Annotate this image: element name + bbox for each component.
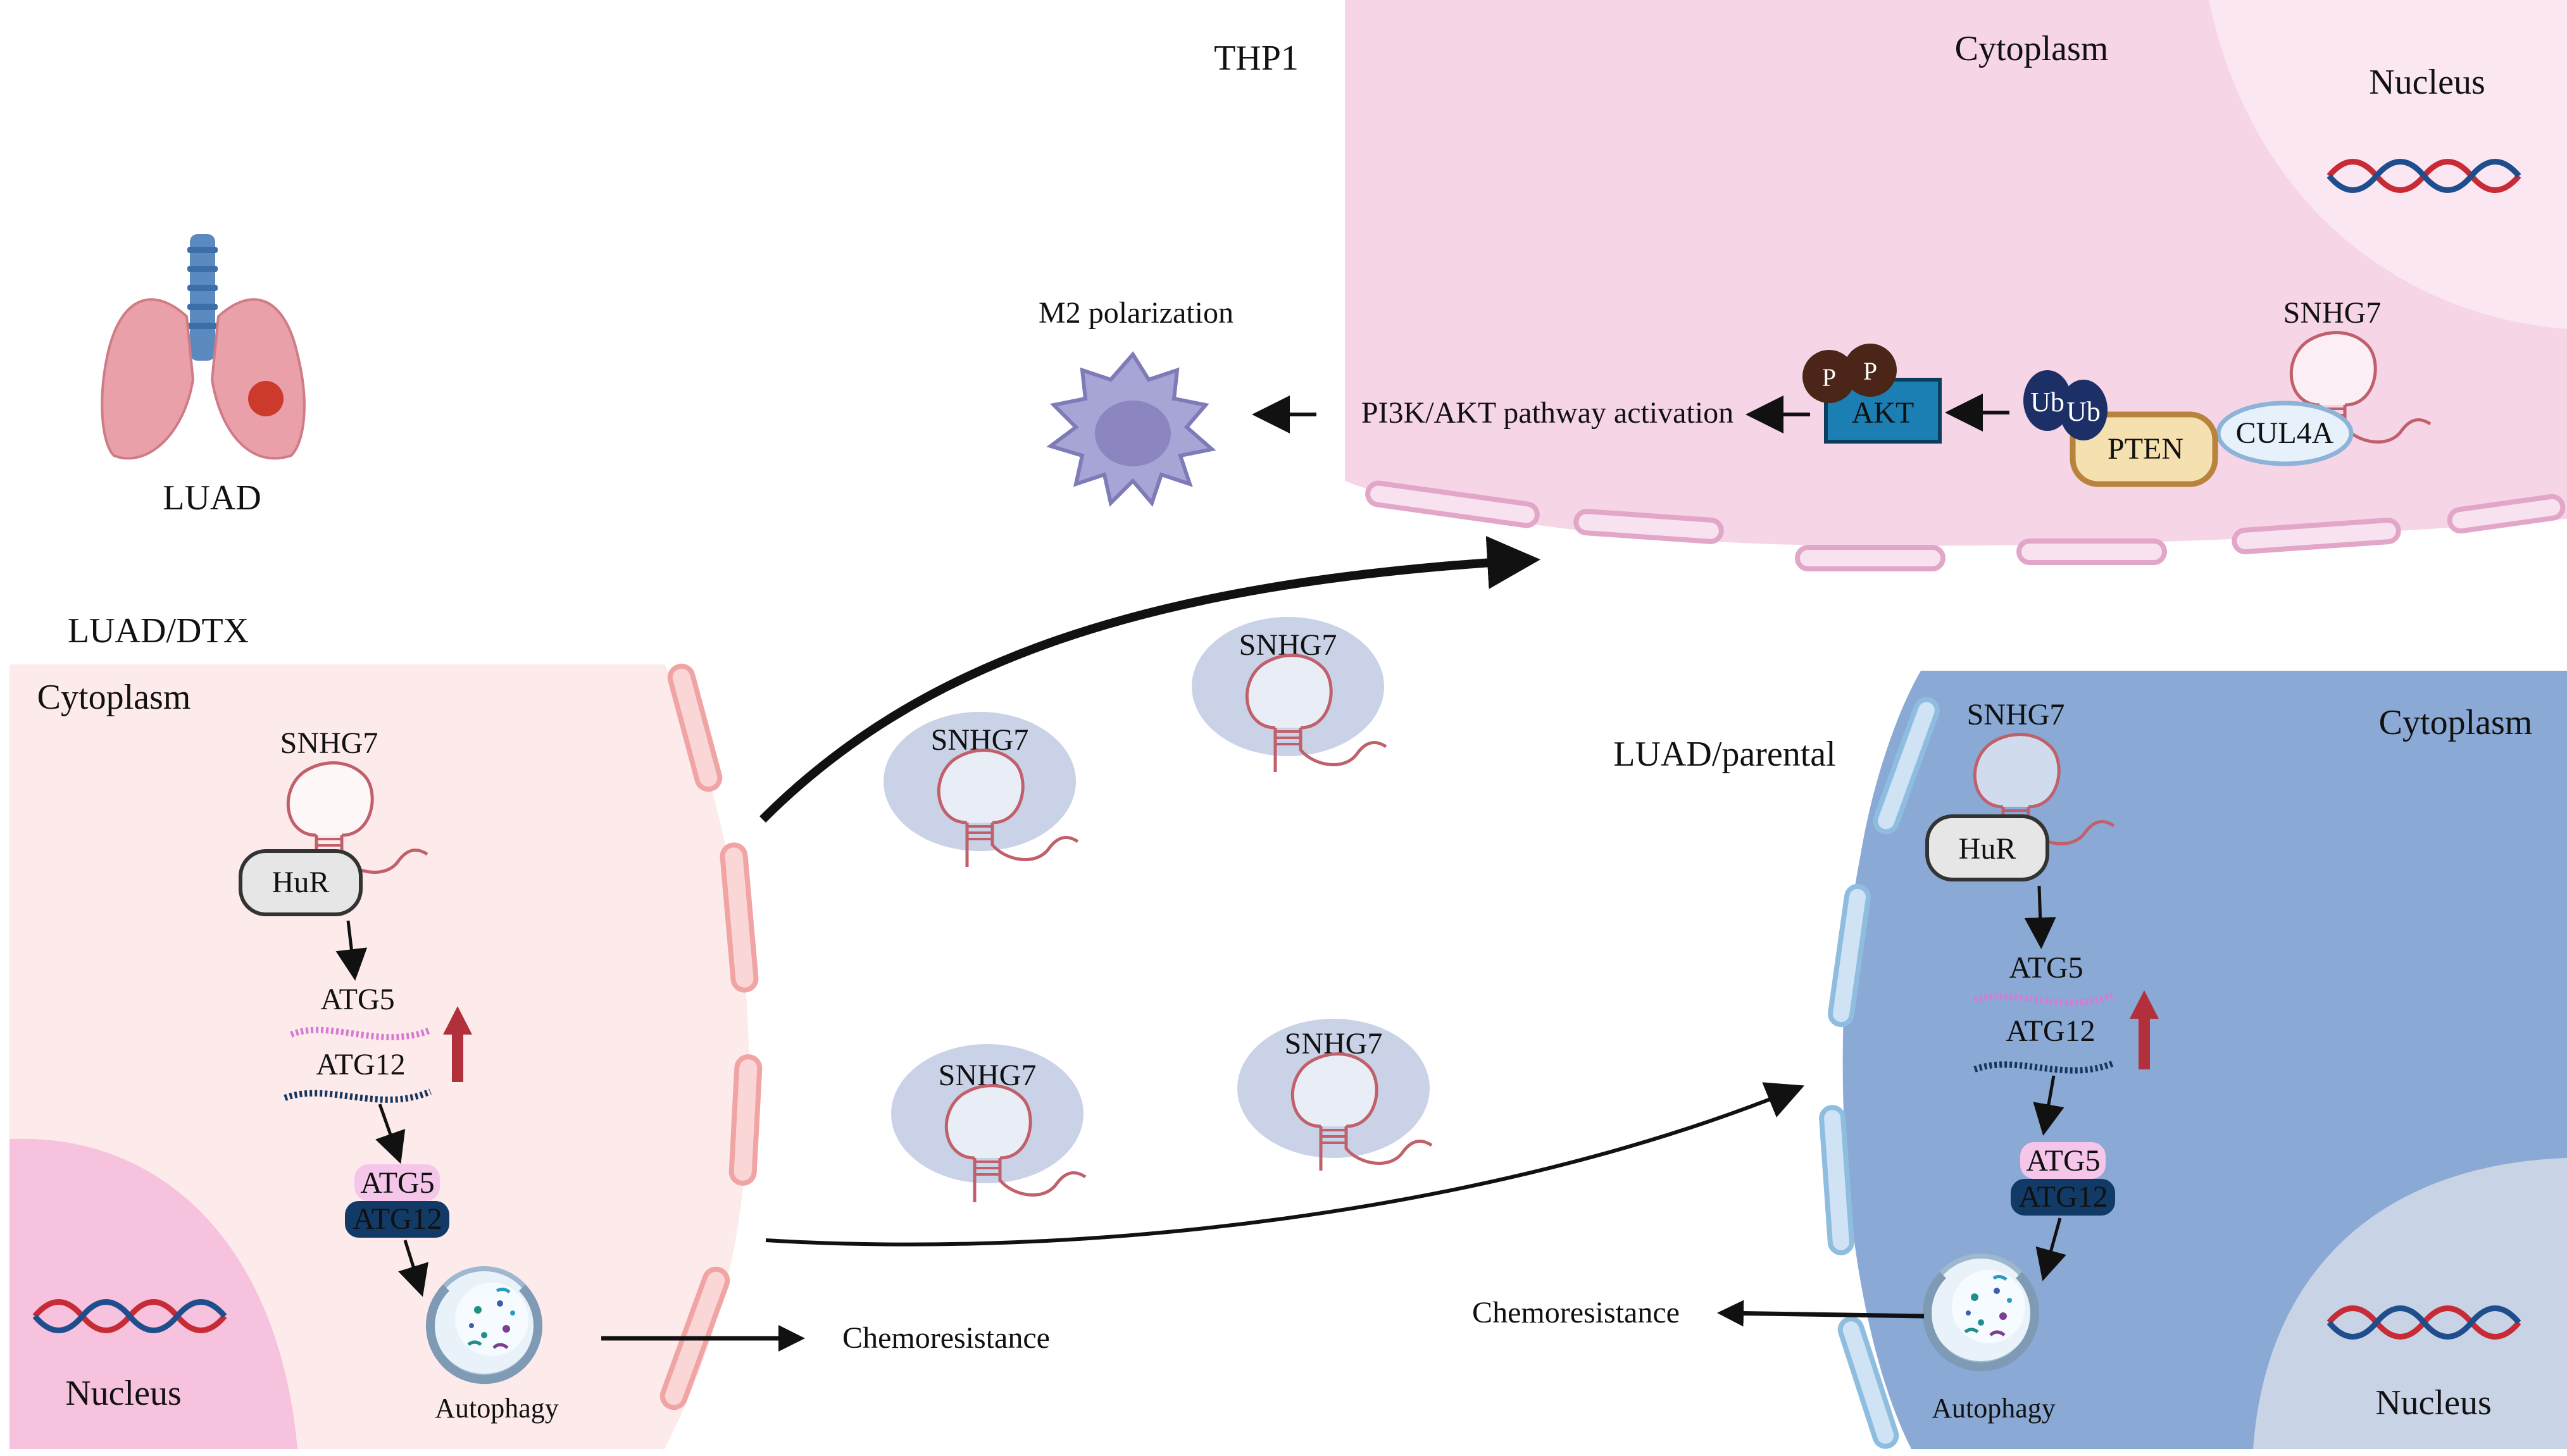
exosome: SNHG7: [884, 712, 1078, 867]
atg12-protein-dtx: [345, 1201, 449, 1238]
dtx-cytoplasm-label: Cytoplasm: [37, 678, 191, 717]
m2-polarization-label: M2 polarization: [1039, 296, 1234, 330]
luad-dtx-label: LUAD/DTX: [68, 611, 249, 650]
parental-nucleus-label: Nucleus: [2375, 1383, 2492, 1422]
arrow-complex-to-autophagy: [398, 1240, 428, 1297]
cul4a-label: CUL4A: [2236, 416, 2334, 450]
ub-label-1: Ub: [2030, 387, 2064, 418]
luad-label: LUAD: [163, 478, 261, 518]
lung-icon: [101, 234, 306, 460]
autophagy-label-parental: Autophagy: [1932, 1393, 2056, 1424]
atg12-protein-parental: [2011, 1179, 2115, 1216]
thp1-nucleus-label: Nucleus: [2369, 63, 2485, 102]
thp1-label: THP1: [1214, 39, 1299, 78]
akt-label: AKT: [1852, 396, 1914, 430]
hur-protein: [1925, 814, 2049, 881]
macrophage-icon: [1046, 351, 1216, 507]
atg5-mrna: [1973, 992, 2115, 1006]
exosome: SNHG7: [891, 1044, 1085, 1202]
dtx-nucleus: [9, 1138, 297, 1449]
hur-protein: [239, 849, 363, 916]
exosome: SNHG7: [1192, 617, 1386, 772]
snhg7-label-parental: SNHG7: [1967, 698, 2065, 731]
autophagosome-icon: [1927, 1256, 2035, 1367]
arrow-complex-to-autophagy: [2035, 1217, 2066, 1281]
pi3k-label: PI3K/AKT pathway activation: [1361, 396, 1733, 430]
atg5-mrna: [290, 1026, 432, 1041]
ubiquitin-icon: [2023, 370, 2108, 440]
snhg7-label-thp1: SNHG7: [2283, 296, 2382, 330]
arrow-hur-to-atg5: [335, 920, 368, 981]
ub-label-2: Ub: [2066, 396, 2101, 427]
atg12-mrna-label-dtx: ATG12: [316, 1048, 405, 1081]
cul4a-protein: [2216, 401, 2354, 466]
upregulation-arrow-icon: [443, 1006, 472, 1082]
arrow-dtx-to-parental: [765, 1082, 1805, 1247]
atg5-protein-label-dtx: ATG5: [360, 1166, 434, 1200]
pten-protein: [2070, 411, 2218, 487]
atg12-mrna: [1973, 1060, 2115, 1074]
phospho-label-1: P: [1822, 363, 1836, 392]
atg12-mrna-label-parental: ATG12: [2006, 1014, 2095, 1048]
luad-parental-label: LUAD/parental: [1613, 735, 1835, 774]
phospho-label-2: P: [1863, 357, 1877, 385]
hur-label-parental: HuR: [1959, 832, 2016, 866]
atg5-protein-dtx: [354, 1164, 440, 1201]
luad-dtx-cell: [9, 663, 763, 1449]
parental-cytoplasm-label: Cytoplasm: [2379, 703, 2533, 742]
arrow-dtx-to-thp1: [759, 536, 1540, 823]
phosphate-icon: [1802, 344, 1897, 403]
chemoresistance-label-dtx: Chemoresistance: [842, 1321, 1050, 1355]
atg12-mrna: [284, 1088, 432, 1103]
dtx-nucleus-label: Nucleus: [65, 1374, 182, 1413]
arrow-to-chemoresistance-parental: [1717, 1300, 1925, 1327]
upregulation-arrow-icon: [2130, 990, 2159, 1069]
atg12-protein-label-dtx: ATG12: [353, 1202, 442, 1236]
atg5-protein-label-parental: ATG5: [2026, 1144, 2100, 1178]
arrow-mrna-to-complex: [2033, 1075, 2064, 1136]
hur-label-dtx: HuR: [272, 866, 330, 899]
parental-nucleus: [2253, 1158, 2567, 1449]
atg12-protein-label-parental: ATG12: [2018, 1180, 2108, 1214]
atg5-mrna-label-parental: ATG5: [2009, 951, 2083, 985]
arrow-hur-to-atg5: [2024, 885, 2056, 949]
autophagosome-icon: [430, 1269, 538, 1379]
arrow-mrna-to-complex: [375, 1104, 406, 1164]
thp1-cytoplasm-label: Cytoplasm: [1955, 29, 2109, 68]
atg5-protein-parental: [2020, 1142, 2106, 1179]
atg5-mrna-label-dtx: ATG5: [320, 983, 394, 1016]
autophagy-label-dtx: Autophagy: [435, 1393, 559, 1424]
chemoresistance-label-parental: Chemoresistance: [1472, 1296, 1680, 1329]
pten-label: PTEN: [2108, 432, 2183, 466]
exosome: SNHG7: [1237, 1019, 1432, 1171]
snhg7-label-dtx: SNHG7: [280, 726, 378, 760]
